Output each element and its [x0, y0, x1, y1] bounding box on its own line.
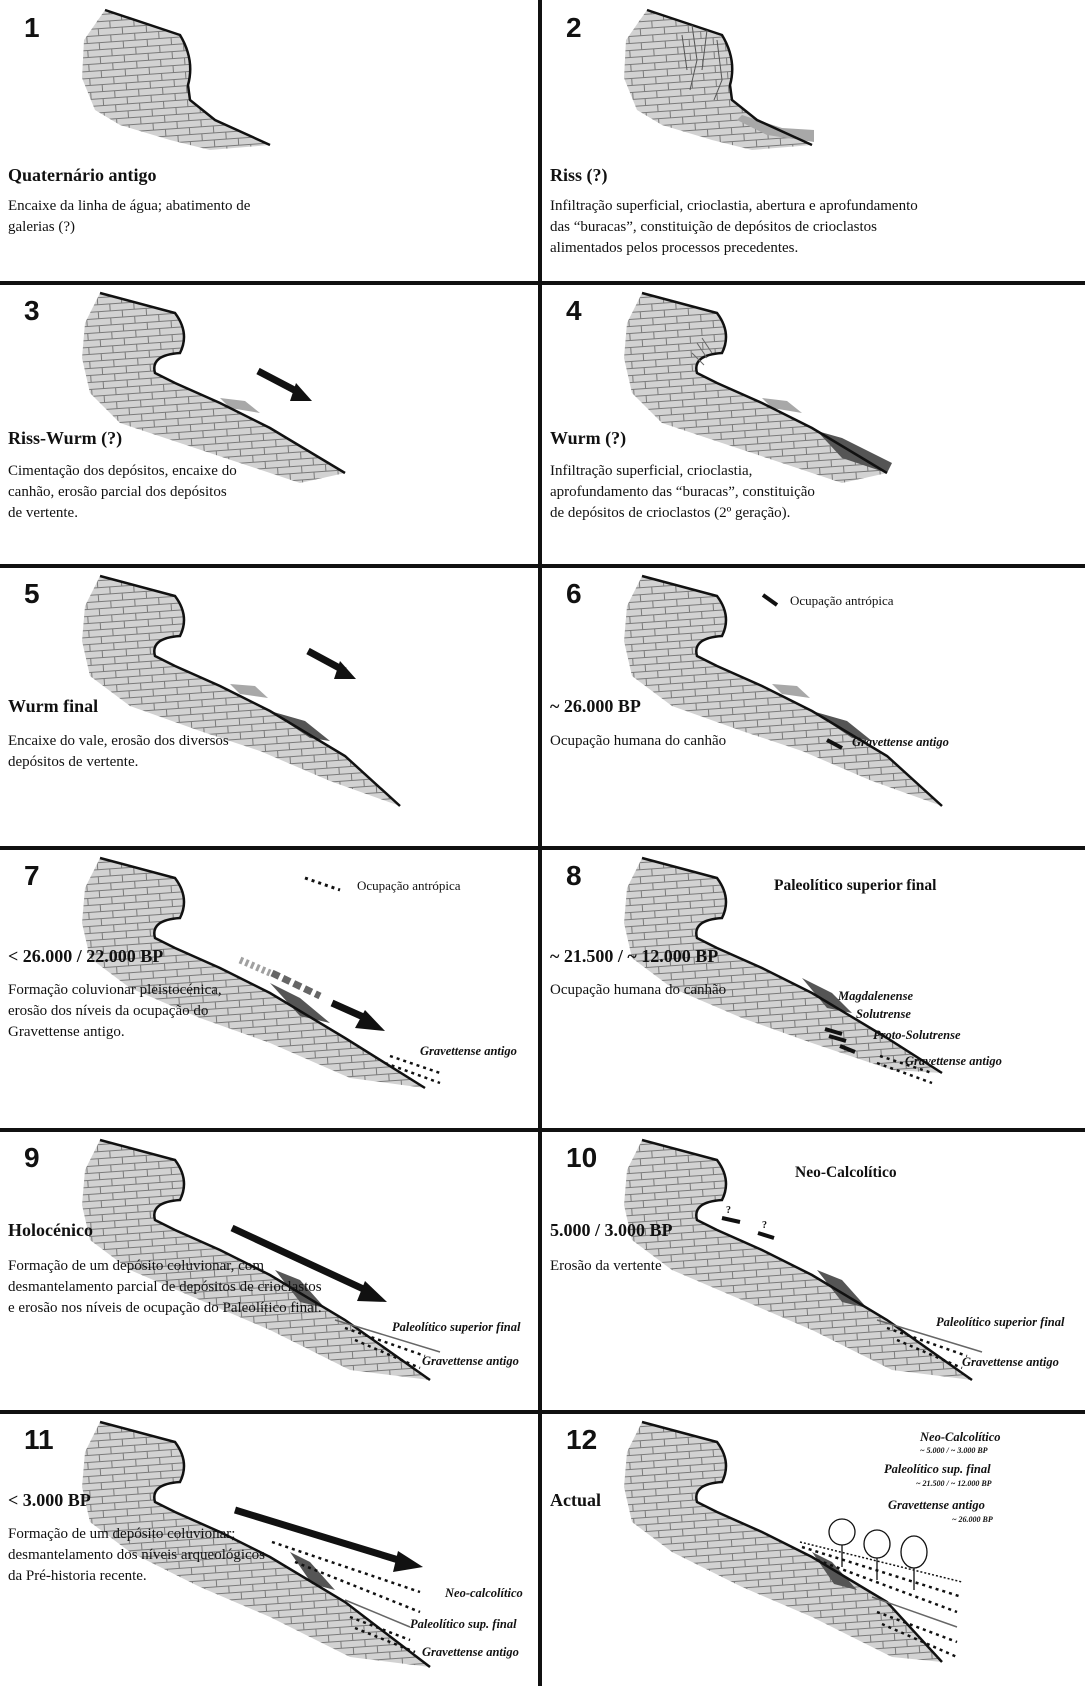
legend-label: Ocupação antrópica — [790, 593, 894, 608]
panel-1: 1 Quaternário antigo Encaixe da linha de… — [0, 0, 530, 272]
panel-5: 5 Wurm final Encaixe do vale, erosão dos… — [0, 566, 530, 838]
legend-mark-icon — [305, 878, 340, 890]
panel-title: Holocénico — [8, 1220, 93, 1241]
layer-label: Gravettense antigo — [422, 1354, 519, 1368]
horizontal-divider — [0, 1410, 1085, 1414]
cross-section-drawing: Neo-Calcolítico ~ 5.000 / ~ 3.000 BP Pal… — [542, 1412, 1072, 1684]
panel-title: 5.000 / 3.000 BP — [550, 1220, 673, 1241]
panel-description: Infiltração superficial, crioclastia, ap… — [550, 461, 950, 524]
vertical-divider — [538, 0, 542, 1686]
panel-description: Formação de um depósito coluvionar, com … — [8, 1256, 428, 1319]
panel-title: Actual — [550, 1490, 601, 1511]
layer-label: Gravettense antigo — [905, 1054, 1002, 1068]
panel-description: Encaixe do vale, erosão dos diversos dep… — [8, 731, 408, 773]
panel-title: Wurm final — [8, 696, 98, 717]
panel-title: Riss-Wurm (?) — [8, 428, 122, 449]
legend-label: Ocupação antrópica — [357, 878, 461, 893]
panel-description: Formação de um depósito coluvionar; desm… — [8, 1524, 408, 1587]
panel-title: < 26.000 / 22.000 BP — [8, 946, 163, 967]
horizontal-divider — [0, 1128, 1085, 1132]
panel-2: 2 Riss (?) Infiltração superficial, crio… — [542, 0, 1072, 272]
layer-label: Neo-calcolítico — [444, 1586, 523, 1600]
date-range-label: ~ 21.500 / ~ 12.000 BP — [916, 1479, 992, 1488]
panel-title: Wurm (?) — [550, 428, 626, 449]
layer-label: Gravettense antigo — [888, 1498, 985, 1512]
horizontal-divider — [0, 281, 1085, 285]
panel-8: 8 Paleolítico superior final Magdalenens… — [542, 848, 1072, 1120]
layer-label: Gravettense antigo — [420, 1044, 517, 1058]
layer-label: Paleolítico superior final — [936, 1315, 1065, 1329]
panel-title: ~ 26.000 BP — [550, 696, 641, 717]
layer-label: Neo-Calcolítico — [919, 1430, 1001, 1444]
panel-3: 3 Riss-Wurm (?) Cimentação dos depósitos… — [0, 283, 530, 555]
layer-label: Paleolítico sup. final — [884, 1462, 991, 1476]
layer-label: Proto-Solutrense — [873, 1028, 961, 1042]
date-range-label: ~ 5.000 / ~ 3.000 BP — [920, 1446, 988, 1455]
panel-10: 10 ? ? Neo-Calcolítico Paleolítico super… — [542, 1130, 1072, 1402]
panel-11: 11 Neo-calcolítico Paleolítico sup. fina… — [0, 1412, 530, 1684]
panel-description: Formação coluvionar pleistocénica, erosã… — [8, 980, 408, 1043]
panel-12: 12 Neo-Calcolítico ~ 5.000 / ~ 3.000 BP … — [542, 1412, 1072, 1684]
panel-4: 4 Wurm (?) Infiltração superficial, crio… — [542, 283, 1072, 555]
horizontal-divider — [0, 564, 1085, 568]
uncertain-mark: ? — [726, 1205, 731, 1216]
layer-label: Solutrense — [856, 1007, 911, 1021]
panel-description: Infiltração superficial, crioclastia, ab… — [550, 196, 1010, 259]
panel-description: Ocupação humana do canhão — [550, 980, 950, 1001]
panel-description: Encaixe da linha de água; abatimento de … — [8, 196, 408, 238]
period-heading: Neo-Calcolítico — [795, 1164, 897, 1181]
layer-label: Gravettense antigo — [422, 1645, 519, 1659]
layer-label: Paleolítico sup. final — [410, 1617, 517, 1631]
legend-mark-icon — [763, 595, 777, 605]
horizontal-divider — [0, 846, 1085, 850]
period-heading: Paleolítico superior final — [774, 877, 937, 894]
panel-description: Cimentação dos depósitos, encaixe do can… — [8, 461, 408, 524]
panel-title: Riss (?) — [550, 165, 608, 186]
panel-description: Erosão da vertente — [550, 1256, 950, 1277]
panel-title: ~ 21.500 / ~ 12.000 BP — [550, 946, 718, 967]
date-range-label: ~ 26.000 BP — [952, 1515, 993, 1524]
layer-label: Paleolítico superior final — [392, 1320, 521, 1334]
layer-label: Gravettense antigo — [962, 1355, 1059, 1369]
panel-7: 7 Ocupação antrópica Gravettense antigo … — [0, 848, 530, 1120]
panel-description: Ocupação humana do canhão — [550, 731, 950, 752]
uncertain-mark: ? — [762, 1220, 767, 1231]
panel-9: 9 Paleolítico superior final Gravettense… — [0, 1130, 530, 1402]
panel-6: 6 Ocupação antrópica Gravettense antigo … — [542, 566, 1072, 838]
panel-title: Quaternário antigo — [8, 165, 157, 186]
panel-title: < 3.000 BP — [8, 1490, 91, 1511]
